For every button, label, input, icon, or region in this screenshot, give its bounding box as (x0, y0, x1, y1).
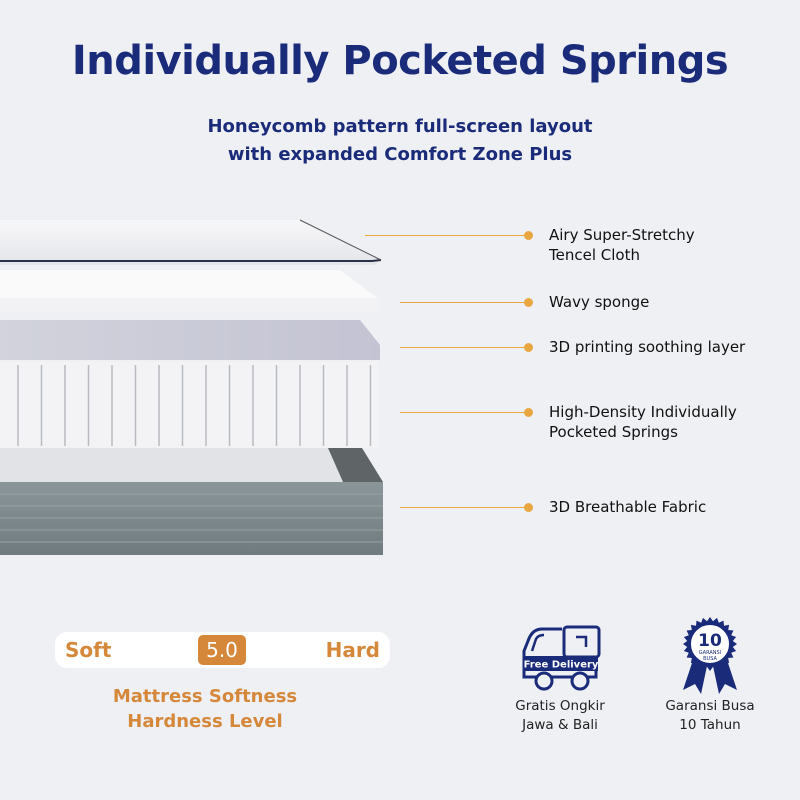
free-delivery-truck-icon: Free Delivery (522, 625, 601, 691)
callout-tencel-cloth: Airy Super-Stretchy Tencel Cloth (549, 225, 695, 265)
warranty-years-text: 10 (698, 631, 722, 651)
subtitle-line-1: Honeycomb pattern full-screen layout (207, 116, 593, 137)
leader-dot (524, 503, 533, 512)
caption-line: Garansi Busa (665, 698, 755, 714)
subtitle: Honeycomb pattern full-screen layout wit… (0, 113, 800, 169)
caption-line: 10 Tahun (679, 717, 741, 733)
caption-line: Mattress Softness (112, 686, 298, 707)
callout-line: Pocketed Springs (549, 423, 678, 441)
printing-layer (0, 320, 380, 360)
leader-line (400, 412, 528, 413)
warranty-caption: Garansi Busa 10 Tahun (650, 697, 770, 735)
warranty-icon-text: GARANSI (699, 650, 721, 656)
page-title: Individually Pocketed Springs (71, 38, 729, 84)
soft-label: Soft (65, 638, 112, 662)
callout-pocketed-springs: High-Density Individually Pocketed Sprin… (549, 402, 737, 442)
caption-line: Jawa & Bali (522, 717, 598, 733)
subtitle-line-2: with expanded Comfort Zone Plus (227, 144, 573, 165)
leader-line (400, 507, 528, 508)
hardness-value-badge: 5.0 (198, 635, 246, 665)
delivery-caption: Gratis Ongkir Jawa & Bali (500, 697, 620, 735)
leader-dot (524, 408, 533, 417)
warranty-icon-text: BUSA (703, 656, 717, 662)
callout-printing-layer: 3D printing soothing layer (549, 338, 746, 356)
caption-line: Gratis Ongkir (515, 698, 605, 714)
tencel-cloth-layer (0, 219, 382, 265)
leader-dot (524, 343, 533, 352)
breathable-fabric-layer (0, 448, 383, 555)
hardness-caption: Mattress Softness Hardness Level (55, 684, 445, 734)
callout-line: Tencel Cloth (549, 246, 640, 264)
free-delivery-text: Free Delivery (524, 660, 599, 671)
callout-line: Airy Super-Stretchy (549, 226, 695, 244)
leader-dot (524, 231, 533, 240)
callout-wavy-sponge: Wavy sponge (549, 293, 650, 311)
mattress-layers-illustration (0, 219, 383, 555)
leader-line (400, 347, 528, 348)
leader-line (400, 302, 528, 303)
callout-line: High-Density Individually (549, 403, 737, 421)
springs-layer (0, 362, 378, 448)
hard-label: Hard (325, 638, 380, 662)
hardness-scale: Soft 5.0 Hard (55, 632, 390, 668)
warranty-rosette-icon: 10 GARANSI BUSA (683, 617, 737, 694)
wavy-sponge-layer (0, 270, 380, 313)
callout-breathable-fabric: 3D Breathable Fabric (549, 498, 707, 516)
leader-dot (524, 298, 533, 307)
caption-line: Hardness Level (127, 711, 283, 732)
leader-line (365, 235, 528, 236)
